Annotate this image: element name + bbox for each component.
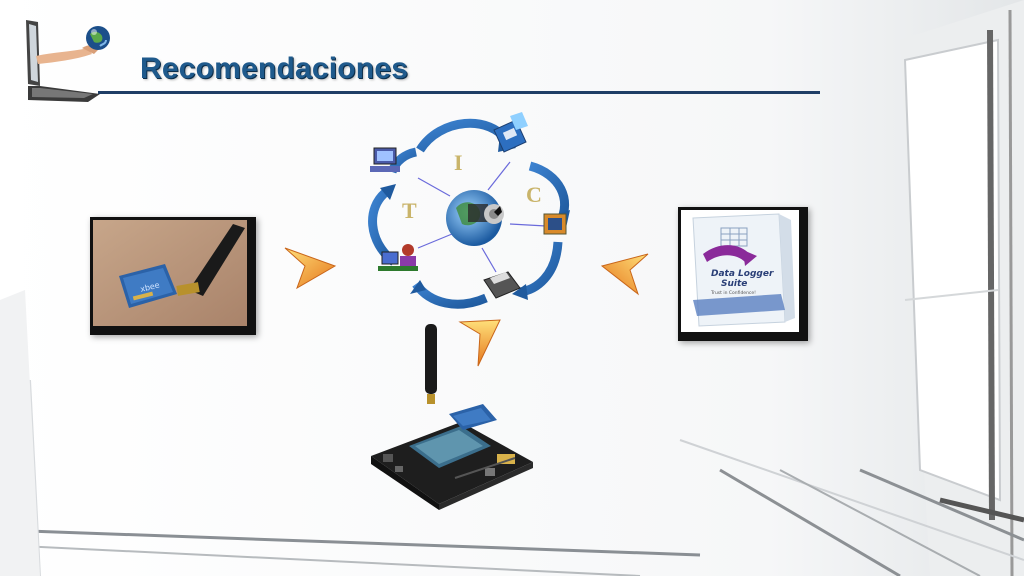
software-product: Suite <box>721 279 747 289</box>
tic-letter-i: I <box>454 150 463 175</box>
data-logger-suite-box: Data Logger Suite Trust in Confidence! <box>678 207 808 341</box>
xbee-module-photo: xbee <box>90 217 256 335</box>
computer-icon <box>370 147 400 172</box>
laptop-with-globe-icon <box>26 20 110 102</box>
scanner-icon <box>483 271 521 299</box>
slide-title: Recomendaciones <box>140 52 409 85</box>
floppy-disk-icon <box>493 112 528 153</box>
software-tagline: Trust in Confidence! <box>710 290 756 296</box>
software-box-image: Data Logger Suite Trust in Confidence! <box>681 210 799 332</box>
globe-icon <box>446 190 504 246</box>
wireless-board-photo <box>371 324 533 510</box>
tic-letter-c: C <box>526 182 542 207</box>
software-brand: Data Logger <box>711 269 774 279</box>
orange-arrow-icon <box>458 319 501 367</box>
tic-cycle-diagram: T I C <box>368 112 570 309</box>
person-at-computer-icon <box>378 244 418 271</box>
network-icon <box>543 213 567 235</box>
tic-letter-t: T <box>402 198 417 223</box>
orange-arrow-icon <box>600 253 649 296</box>
title-underline <box>98 91 820 94</box>
orange-arrow-icon <box>284 247 337 290</box>
xbee-module-image: xbee <box>93 220 247 326</box>
